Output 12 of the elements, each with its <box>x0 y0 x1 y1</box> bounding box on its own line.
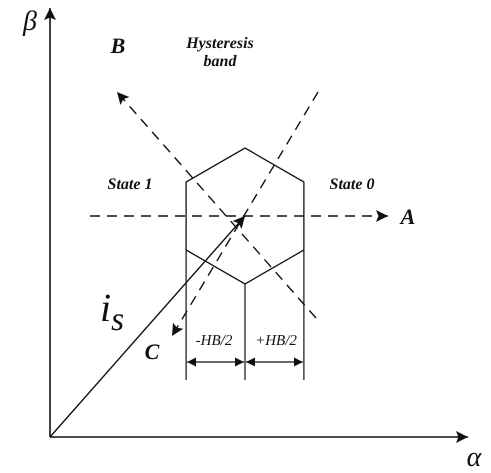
region-label: Hysteresis band <box>185 35 255 71</box>
direction-label: C <box>144 340 160 364</box>
dimension-label: +HB/2 <box>255 332 297 350</box>
region-label: State 1 <box>108 176 152 194</box>
axis-label: β <box>23 6 37 38</box>
axis-label: α <box>466 442 482 473</box>
direction-label: B <box>110 34 126 58</box>
vector-label: i$_{s}$ <box>100 286 124 338</box>
dimension-label: -HB/2 <box>196 332 232 350</box>
direction-label: A <box>400 204 416 230</box>
region-label: State 0 <box>330 176 374 194</box>
hexagon <box>185 147 305 285</box>
